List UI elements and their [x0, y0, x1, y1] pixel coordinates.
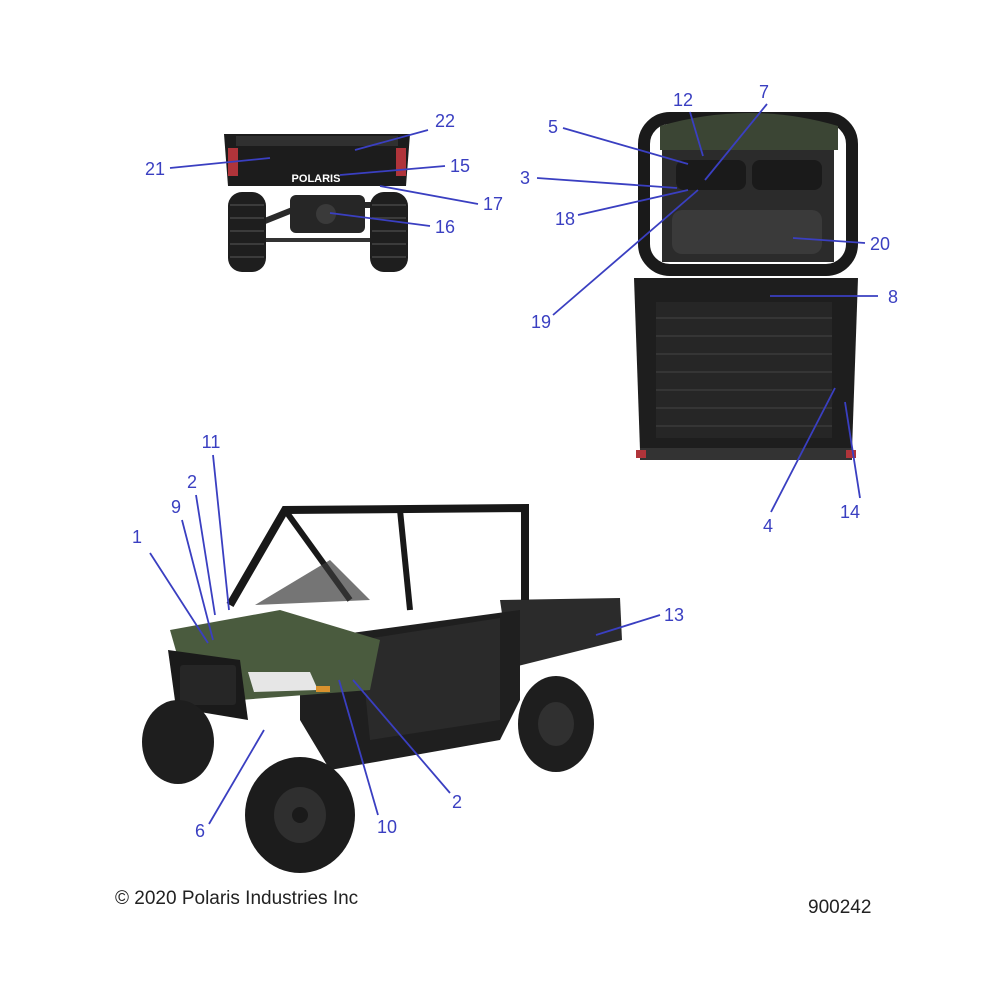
callout-number: 5: [548, 117, 558, 137]
callout-c9: 9: [171, 497, 214, 641]
callout-leader-line: [536, 177, 678, 189]
callout-leader-line: [195, 494, 216, 616]
callout-c4: 4: [763, 387, 836, 536]
callout-number: 2: [187, 472, 197, 492]
polaris-badge: POLARIS: [292, 173, 341, 185]
callout-number: 19: [531, 312, 551, 332]
callout-leader-line: [792, 237, 866, 244]
callout-c13: 13: [595, 605, 684, 636]
callout-c5: 5: [548, 117, 689, 165]
rear-view-illustration: POLARIS: [224, 134, 410, 272]
callout-c17: 17: [379, 185, 503, 214]
callout-c20: 20: [792, 234, 890, 254]
callout-leader-line: [689, 111, 704, 157]
callout-c12: 12: [673, 90, 704, 157]
callout-leader-line: [552, 189, 699, 316]
callout-number: 15: [450, 156, 470, 176]
callout-number: 3: [520, 168, 530, 188]
callout-number: 11: [202, 432, 221, 452]
callout-leader-line: [577, 189, 689, 216]
callout-c8: 8: [770, 287, 898, 307]
top-view-illustration: [634, 112, 858, 460]
callout-number: 14: [840, 502, 860, 522]
callout-number: 22: [435, 111, 455, 131]
callout-leader-line: [208, 729, 265, 825]
callout-leader-line: [352, 679, 451, 794]
callout-number: 1: [132, 527, 142, 547]
callout-c3: 3: [520, 168, 678, 189]
callout-leader-line: [169, 157, 271, 169]
callout-leader-line: [595, 614, 661, 636]
copyright-text: © 2020 Polaris Industries Inc: [115, 888, 359, 909]
callout-c15: 15: [339, 156, 470, 176]
callout-leader-line: [181, 519, 214, 641]
callout-c14: 14: [840, 401, 861, 522]
callout-c7: 7: [704, 82, 769, 181]
callout-number: 21: [145, 159, 165, 179]
callout-c11: 11: [202, 432, 230, 611]
callout-number: 4: [763, 516, 773, 536]
callout-c2a: 2: [187, 472, 216, 616]
callout-leader-line: [149, 552, 209, 644]
callout-number: 7: [759, 82, 769, 102]
callout-leader-line: [562, 127, 689, 165]
callout-c1: 1: [132, 527, 209, 644]
callout-c19: 19: [531, 189, 699, 332]
callout-number: 2: [452, 792, 462, 812]
callout-number: 18: [555, 209, 575, 229]
callout-c22: 22: [354, 111, 455, 151]
callout-number: 9: [171, 497, 181, 517]
callout-leader-line: [338, 679, 379, 816]
callout-number: 12: [673, 90, 693, 110]
callout-c10: 10: [338, 679, 397, 837]
callout-c16: 16: [329, 212, 455, 237]
diagram-number: 900242: [808, 897, 872, 918]
callout-leader-line: [354, 129, 429, 151]
callout-leader-line: [770, 387, 836, 513]
callout-leader-line: [704, 103, 768, 181]
callout-number: 16: [435, 217, 455, 237]
callout-number: 6: [195, 821, 205, 841]
front-view-illustration: [142, 503, 622, 873]
callout-c6: 6: [195, 729, 265, 841]
callout-leader-line: [339, 165, 446, 176]
callout-c21: 21: [145, 157, 271, 179]
callout-number: 10: [377, 817, 397, 837]
callout-leader-line: [379, 185, 479, 205]
callout-c2b: 2: [352, 679, 462, 812]
callout-number: 13: [664, 605, 684, 625]
callout-number: 8: [888, 287, 898, 307]
callout-leader-line: [212, 454, 230, 611]
callout-number: 20: [870, 234, 890, 254]
callout-leader-line: [329, 212, 431, 227]
callout-c18: 18: [555, 189, 689, 229]
callout-number: 17: [483, 194, 503, 214]
callout-leader-line: [844, 401, 861, 499]
